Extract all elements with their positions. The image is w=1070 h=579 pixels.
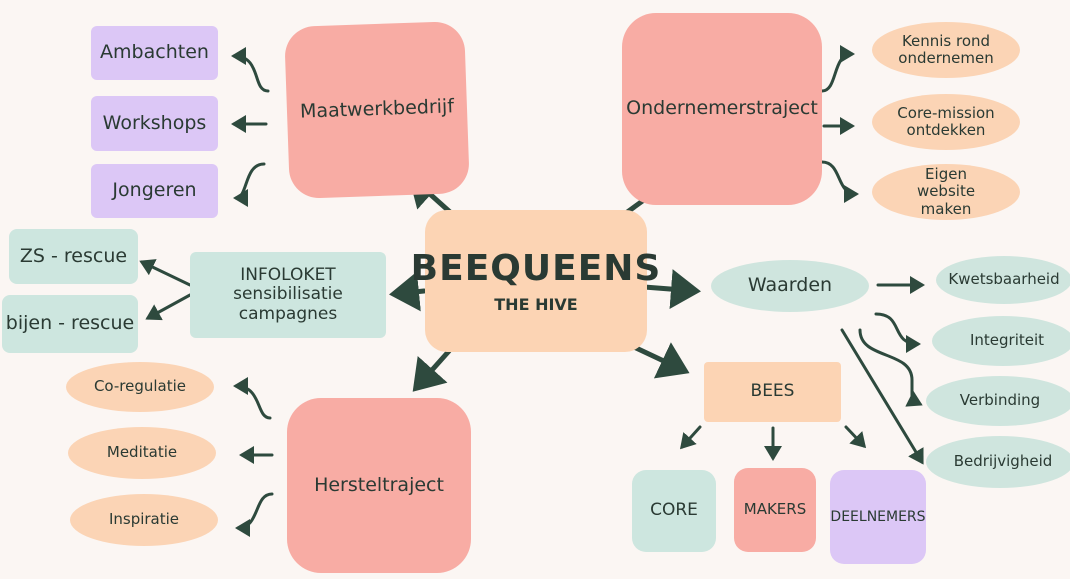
ondernemers-node: Ondernemerstraject xyxy=(622,13,822,205)
arrow-waarden-integriteit xyxy=(874,312,921,353)
core-node: CORE xyxy=(632,470,716,552)
bees-node: BEES xyxy=(704,362,841,422)
arrow-center-herstel xyxy=(412,348,452,392)
center-subtitle: THE HIVE xyxy=(494,294,578,314)
bedrijvigheid-node: Bedrijvigheid xyxy=(926,436,1070,488)
maatwerk-node: Maatwerkbedrijf xyxy=(284,20,470,200)
integriteit-node: Integriteit xyxy=(932,316,1070,366)
workshops-node: Workshops xyxy=(91,96,218,151)
ambachten-node: Ambachten xyxy=(91,26,218,80)
inspiratie-node: Inspiratie xyxy=(70,494,218,546)
arrow-center-bees xyxy=(631,342,690,379)
herstel-node: Hersteltraject xyxy=(287,398,471,573)
makers-node: MAKERS xyxy=(734,468,816,552)
arrow-infoloket-bijen xyxy=(145,293,192,321)
coregulatie-node: Co-regulatie xyxy=(66,362,214,412)
arrow-center-infoloket xyxy=(389,271,427,312)
arrow-waarden-verbinding xyxy=(858,328,923,407)
arrow-herstel-inspiratie xyxy=(235,492,274,537)
arrow-bees-deelnemers xyxy=(844,425,867,449)
center-title: BEEQUEENS xyxy=(410,248,662,290)
arrow-herstel-coregulatie xyxy=(233,377,272,420)
arrow-infoloket-zs xyxy=(139,259,192,287)
arrow-maatwerk-jongeren xyxy=(233,162,266,207)
arrow-waarden-bedrijvigheid xyxy=(840,328,924,465)
arrow-ondernemers-website xyxy=(820,160,859,203)
arrow-maatwerk-ambachten xyxy=(231,47,270,93)
center-node: BEEQUEENS THE HIVE xyxy=(411,210,660,352)
waarden-node: Waarden xyxy=(711,260,869,312)
kennis-node: Kennis rond ondernemen xyxy=(872,22,1020,78)
zs-rescue-node: ZS - rescue xyxy=(9,229,138,284)
kwetsbaarheid-node: Kwetsbaarheid xyxy=(936,256,1070,304)
jongeren-node: Jongeren xyxy=(91,164,218,218)
website-node: Eigen website maken xyxy=(872,164,1020,220)
arrow-center-waarden xyxy=(641,269,701,310)
deelnemers-node: DEELNEMERS xyxy=(830,470,926,564)
arrow-bees-core xyxy=(679,425,702,450)
verbinding-node: Verbinding xyxy=(926,376,1070,426)
arrow-ondernemers-kennis xyxy=(820,45,855,93)
core-mission-node: Core-mission ontdekken xyxy=(872,94,1020,150)
meditatie-node: Meditatie xyxy=(68,427,216,479)
infoloket-node: INFOLOKET sensibilisatie campagnes xyxy=(190,252,386,338)
bijen-rescue-node: bijen - rescue xyxy=(2,295,138,353)
